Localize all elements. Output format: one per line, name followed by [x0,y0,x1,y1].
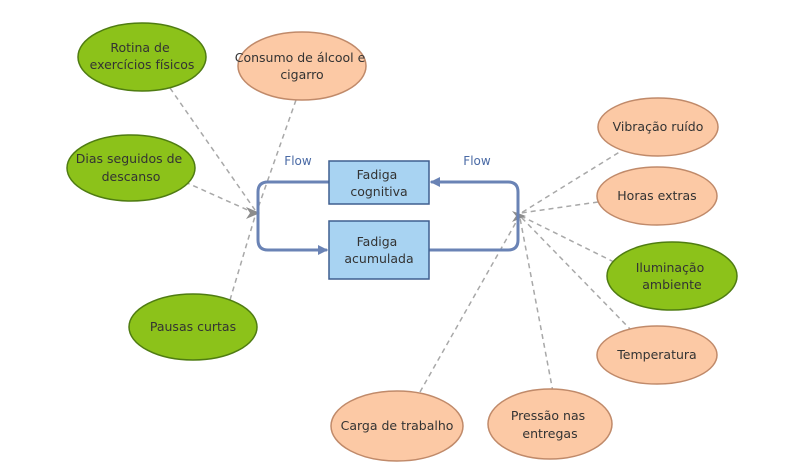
svg-text:Dias seguidos de descans: Dias seguidos de descanso [76,151,186,184]
consumo-line-2: cigarro [280,67,323,82]
pausas-label: Pausas curtas [150,319,236,334]
factor-iluminacao-ambiente[interactable]: Iluminação ambiente [606,241,738,311]
link-pausas [229,212,257,301]
stock-cognitiva-line-2: cognitiva [350,184,407,199]
svg-text:Fadiga cognitiva: Fadiga cognitiva [350,167,407,199]
rotina-line-1: Rotina de [110,40,170,55]
pressao-line-2: entregas [522,426,577,441]
rotina-line-2: exercícios físicos [90,57,195,72]
temperatura-label: Temperatura [616,347,696,362]
link-horas [520,201,599,214]
factor-pausas-curtas[interactable]: Pausas curtas [128,293,258,361]
link-iluminacao [520,215,615,263]
left-links [169,87,297,301]
horas-label: Horas extras [617,188,696,203]
svg-text:Iluminação ambiente: Iluminação ambiente [636,260,708,292]
flow-label-right: Flow [463,154,491,168]
flow-left-path [256,180,330,255]
link-dias [184,181,253,213]
stock-fadiga-acumulada[interactable]: Fadiga acumulada [328,220,430,280]
factor-vibracao-ruido[interactable]: Vibração ruído [597,97,719,157]
flow-label-left: Flow [284,154,312,168]
flow-loop [256,177,520,255]
link-rotina [169,87,256,211]
factor-pressao-entregas[interactable]: Pressão nas entregas [487,388,613,460]
factor-consumo-alcool[interactable]: Consumo de álcool e cigarro [235,31,370,101]
vibracao-label: Vibração ruído [613,119,704,134]
factor-rotina-exercicios[interactable]: Rotina de exercícios físicos [77,22,207,92]
dias-line-2: descanso [102,169,161,184]
iluminacao-line-2: ambiente [642,277,702,292]
factor-temperatura[interactable]: Temperatura [596,325,718,385]
flow-right-path [427,177,520,252]
svg-text:Consumo de álcool e ciga: Consumo de álcool e cigarro [235,50,370,82]
right-links [419,147,633,393]
factor-horas-extras[interactable]: Horas extras [596,166,718,226]
stock-acumulada-line-1: Fadiga [357,234,398,249]
svg-text:Pressão nas entregas: Pressão nas entregas [511,408,589,441]
factor-carga-trabalho[interactable]: Carga de trabalho [330,390,464,462]
svg-text:Rotina de exercícios fís: Rotina de exercícios físicos [90,40,195,72]
svg-text:Fadiga acumulada: Fadiga acumulada [344,234,413,266]
consumo-line-1: Consumo de álcool e [235,50,366,65]
stock-acumulada-line-2: acumulada [344,251,413,266]
left-junction-arrowhead [246,207,260,219]
stock-cognitiva-line-1: Fadiga [357,167,398,182]
stock-fadiga-cognitiva[interactable]: Fadiga cognitiva [328,160,430,205]
pressao-line-1: Pressão nas [511,408,585,423]
dias-line-1: Dias seguidos de [76,151,183,166]
link-vibracao [520,147,627,214]
factor-dias-descanso[interactable]: Dias seguidos de descanso [66,134,196,202]
link-consumo [257,99,297,209]
carga-label: Carga de trabalho [341,418,454,433]
iluminacao-line-1: Iluminação [636,260,705,275]
link-carga [419,216,520,393]
link-pressao [519,217,554,393]
